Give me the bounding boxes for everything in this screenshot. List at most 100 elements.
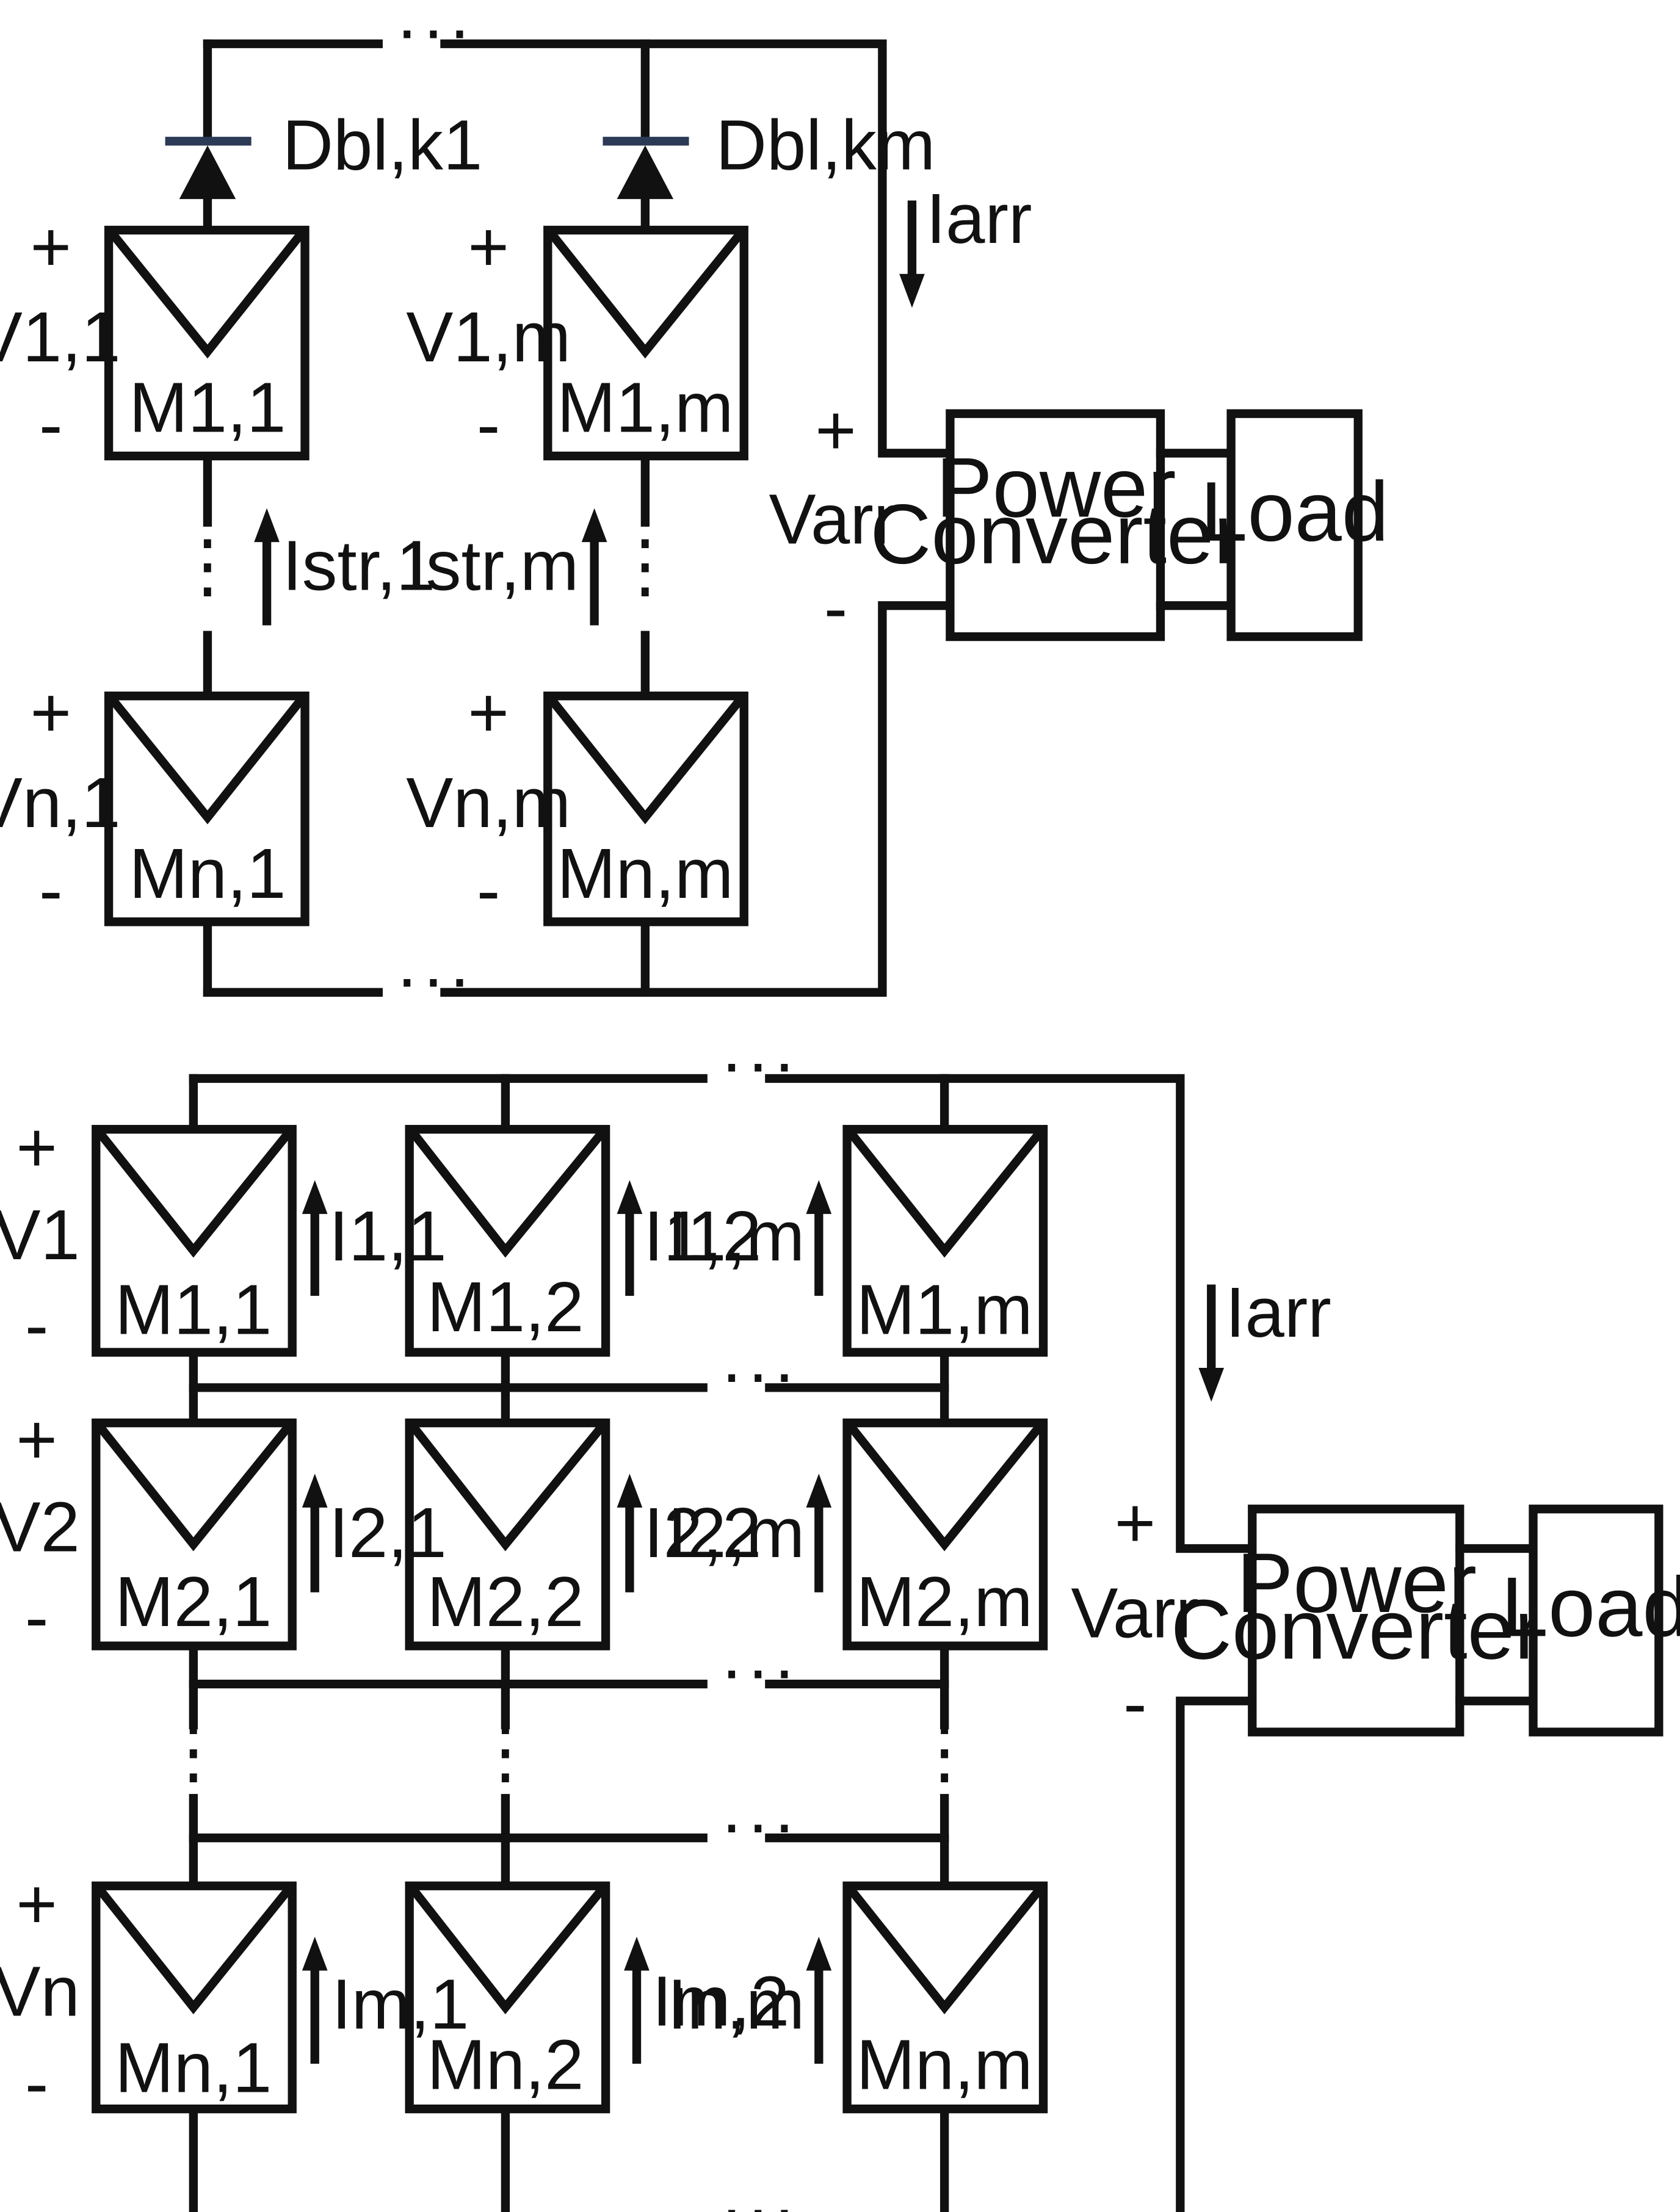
module-n-m: Mn,m: [543, 692, 748, 927]
bottom-bus-ellipsis: ···: [396, 938, 474, 1017]
cross-tie-3-ellipsis: ···: [720, 1784, 798, 1863]
series-parallel-diagram: ··· ··· Dbl,k1 Dbl,km M1,1 M1,m: [0, 0, 1389, 1017]
svg-text:Mn,m: Mn,m: [856, 2025, 1033, 2105]
voltage-label-n-m: Vn,m: [406, 763, 571, 842]
plus-sign: +: [16, 1108, 57, 1187]
array-voltage-label: Varr: [769, 479, 897, 558]
module-n-1: Mn,1: [104, 692, 310, 927]
top-bus-ellipsis: ···: [396, 0, 474, 69]
current-label-2-1: I2,1: [329, 1493, 447, 1572]
string-current-arrow-m: [581, 508, 607, 626]
module-1-2: M1,2: [405, 1124, 610, 1357]
plus-sign: +: [16, 1400, 57, 1479]
voltage-label-n-1: Vn,1: [0, 763, 121, 842]
array-current-label: Iarr: [926, 179, 1032, 258]
tct-load-box: Load: [1501, 1505, 1680, 1737]
diode-label-1: Dbl,k1: [283, 106, 483, 185]
string-current-label-m: Istr,m: [407, 526, 579, 605]
svg-text:Mn,2: Mn,2: [427, 2025, 584, 2105]
top-bus-wire: [203, 39, 955, 458]
svg-text:Power: Power: [936, 440, 1176, 535]
module-n-1: Mn,1: [92, 1881, 297, 2114]
plus-sign: +: [468, 207, 509, 286]
plus-sign: +: [16, 1864, 57, 1943]
svg-text:M2,2: M2,2: [427, 1562, 584, 1641]
svg-text:Converter: Converter: [1171, 1582, 1543, 1677]
module-2-2: M2,2: [405, 1419, 610, 1650]
module-n-m: Mn,m: [842, 1881, 1048, 2114]
svg-text:M1,2: M1,2: [427, 1267, 584, 1346]
current-arrow-2-2: [617, 1473, 643, 1592]
plus-sign: +: [815, 391, 856, 470]
cross-tie-2-ellipsis: ···: [720, 1630, 798, 1709]
plus-sign: +: [30, 207, 71, 286]
bottom-bus-wire: [203, 601, 955, 997]
current-arrow-1-m: [806, 1180, 832, 1296]
svg-text:M1,1: M1,1: [115, 1270, 272, 1349]
blocking-diode-m: [603, 137, 689, 200]
column-m-ellipsis: ⋮: [909, 1711, 980, 1791]
svg-text:M1,m: M1,m: [856, 1270, 1033, 1349]
tct-top-bus-wire: [189, 1074, 1257, 1553]
svg-text:Load: Load: [1200, 464, 1389, 559]
minus-sign: -: [824, 568, 848, 648]
minus-sign: -: [39, 385, 63, 464]
minus-sign: -: [477, 851, 501, 930]
current-arrow-2-1: [302, 1473, 328, 1592]
plus-sign: +: [1115, 1483, 1156, 1563]
module-1-m: M1,m: [842, 1124, 1048, 1357]
current-label-1-m: I1,m: [667, 1196, 805, 1276]
cross-tie-1-ellipsis: ···: [720, 1334, 798, 1413]
module-2-m: M2,m: [842, 1419, 1048, 1650]
column-2-ellipsis: ⋮: [470, 1711, 541, 1791]
svg-text:M1,m: M1,m: [557, 368, 733, 447]
minus-sign: -: [1123, 1664, 1147, 1743]
string-current-arrow-1: [254, 508, 280, 626]
current-label-2-2: I2,2: [644, 1493, 762, 1572]
tct-power-converter-box: Power Converter: [1171, 1505, 1543, 1737]
minus-sign: -: [477, 385, 501, 464]
current-arrow-2-m: [806, 1473, 832, 1592]
power-converter-box: Power Converter: [870, 409, 1242, 642]
current-label-n-m: In,m: [667, 1964, 805, 2044]
current-arrow-1-2: [617, 1180, 643, 1296]
tct-array-current-label: Iarr: [1225, 1273, 1331, 1352]
row-voltage-label-2: V2: [0, 1487, 80, 1567]
row-voltage-label-n: Vn: [0, 1951, 80, 2031]
svg-text:Mn,m: Mn,m: [557, 834, 733, 913]
tct-top-ellipsis: ···: [720, 1023, 798, 1102]
svg-text:Power: Power: [1237, 1536, 1477, 1630]
current-label-1-2: I1,2: [644, 1196, 762, 1276]
column-1-ellipsis: ⋮: [158, 1711, 229, 1791]
svg-text:Mn,1: Mn,1: [115, 2028, 272, 2107]
current-arrow-n-m: [806, 1936, 832, 2064]
current-label-2-m: I2,m: [667, 1493, 805, 1572]
plus-sign: +: [468, 673, 509, 752]
minus-sign: -: [25, 1285, 49, 1365]
tct-bottom-bus-wire: [1176, 1696, 1257, 2212]
string-1-ellipsis: ⋮: [172, 526, 243, 605]
tct-converter-load-wire: [1455, 1544, 1538, 1705]
svg-text:Mn,1: Mn,1: [129, 834, 286, 913]
converter-load-wire: [1156, 449, 1236, 610]
blocking-diode-1: [165, 137, 252, 200]
svg-text:Converter: Converter: [870, 487, 1242, 582]
minus-sign: -: [25, 2044, 49, 2123]
minus-sign: -: [39, 851, 63, 930]
module-1-1: M1,1: [104, 225, 310, 461]
load-box: Load: [1200, 409, 1389, 642]
voltage-label-1-m: V1,m: [406, 297, 571, 377]
voltage-label-1-1: V1,1: [0, 297, 121, 377]
svg-text:Load: Load: [1501, 1560, 1680, 1654]
minus-sign: -: [25, 1578, 49, 1657]
tct-bottom-ellipsis: ···: [720, 2169, 798, 2212]
svg-text:M2,m: M2,m: [856, 1562, 1033, 1641]
diode-label-m: Dbl,km: [715, 106, 935, 185]
current-label-n-1: Im,1: [331, 1964, 469, 2044]
svg-text:M2,1: M2,1: [115, 1562, 272, 1641]
array-current-arrow: [899, 200, 925, 308]
module-1-m: M1,m: [543, 225, 748, 461]
tct-array-current-arrow: [1198, 1284, 1225, 1402]
total-cross-tied-diagram: ··· ··· ··· ··· ··· ⋮ ⋮ ⋮ M1,1 M1,2 M1,m: [0, 1023, 1680, 2212]
